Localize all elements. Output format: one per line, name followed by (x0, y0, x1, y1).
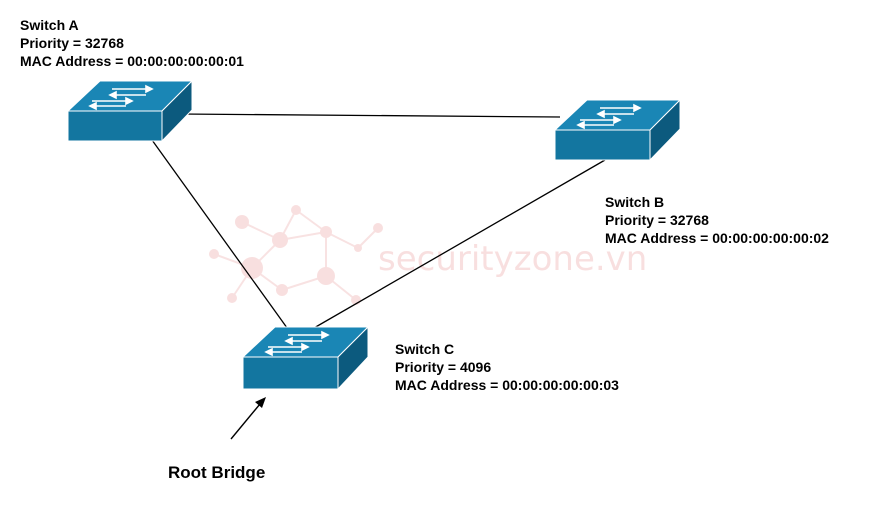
watermark-text: securityzone.vn (378, 239, 647, 279)
switch-a-priority: Priority = 32768 (20, 35, 124, 51)
switch-a-icon[interactable] (66, 79, 194, 143)
arrow-icon (230, 397, 266, 440)
switch-b-mac: MAC Address = 00:00:00:00:00:02 (605, 230, 829, 246)
switch-a-label: Switch A Priority = 32768 MAC Address = … (20, 16, 244, 70)
switch-b-icon[interactable] (553, 98, 682, 162)
switch-c-name: Switch C (395, 341, 455, 357)
link-a-b (179, 113, 561, 118)
switch-c-icon[interactable] (241, 325, 370, 391)
switch-a-mac: MAC Address = 00:00:00:00:00:01 (20, 53, 244, 69)
switch-b-name: Switch B (605, 194, 665, 210)
switch-c-priority: Priority = 4096 (395, 359, 492, 375)
switch-b-label: Switch B Priority = 32768 MAC Address = … (605, 193, 829, 247)
switch-c-mac: MAC Address = 00:00:00:00:00:03 (395, 377, 619, 393)
switch-a-name: Switch A (20, 17, 79, 33)
connection-lines (151, 113, 606, 333)
link-a-c (151, 139, 291, 333)
switch-c-label: Switch C Priority = 4096 MAC Address = 0… (395, 340, 619, 394)
switch-b-priority: Priority = 32768 (605, 212, 709, 228)
root-bridge-label: Root Bridge (168, 463, 266, 482)
watermark: securityzone.vn (209, 205, 647, 305)
link-b-c (306, 159, 606, 333)
